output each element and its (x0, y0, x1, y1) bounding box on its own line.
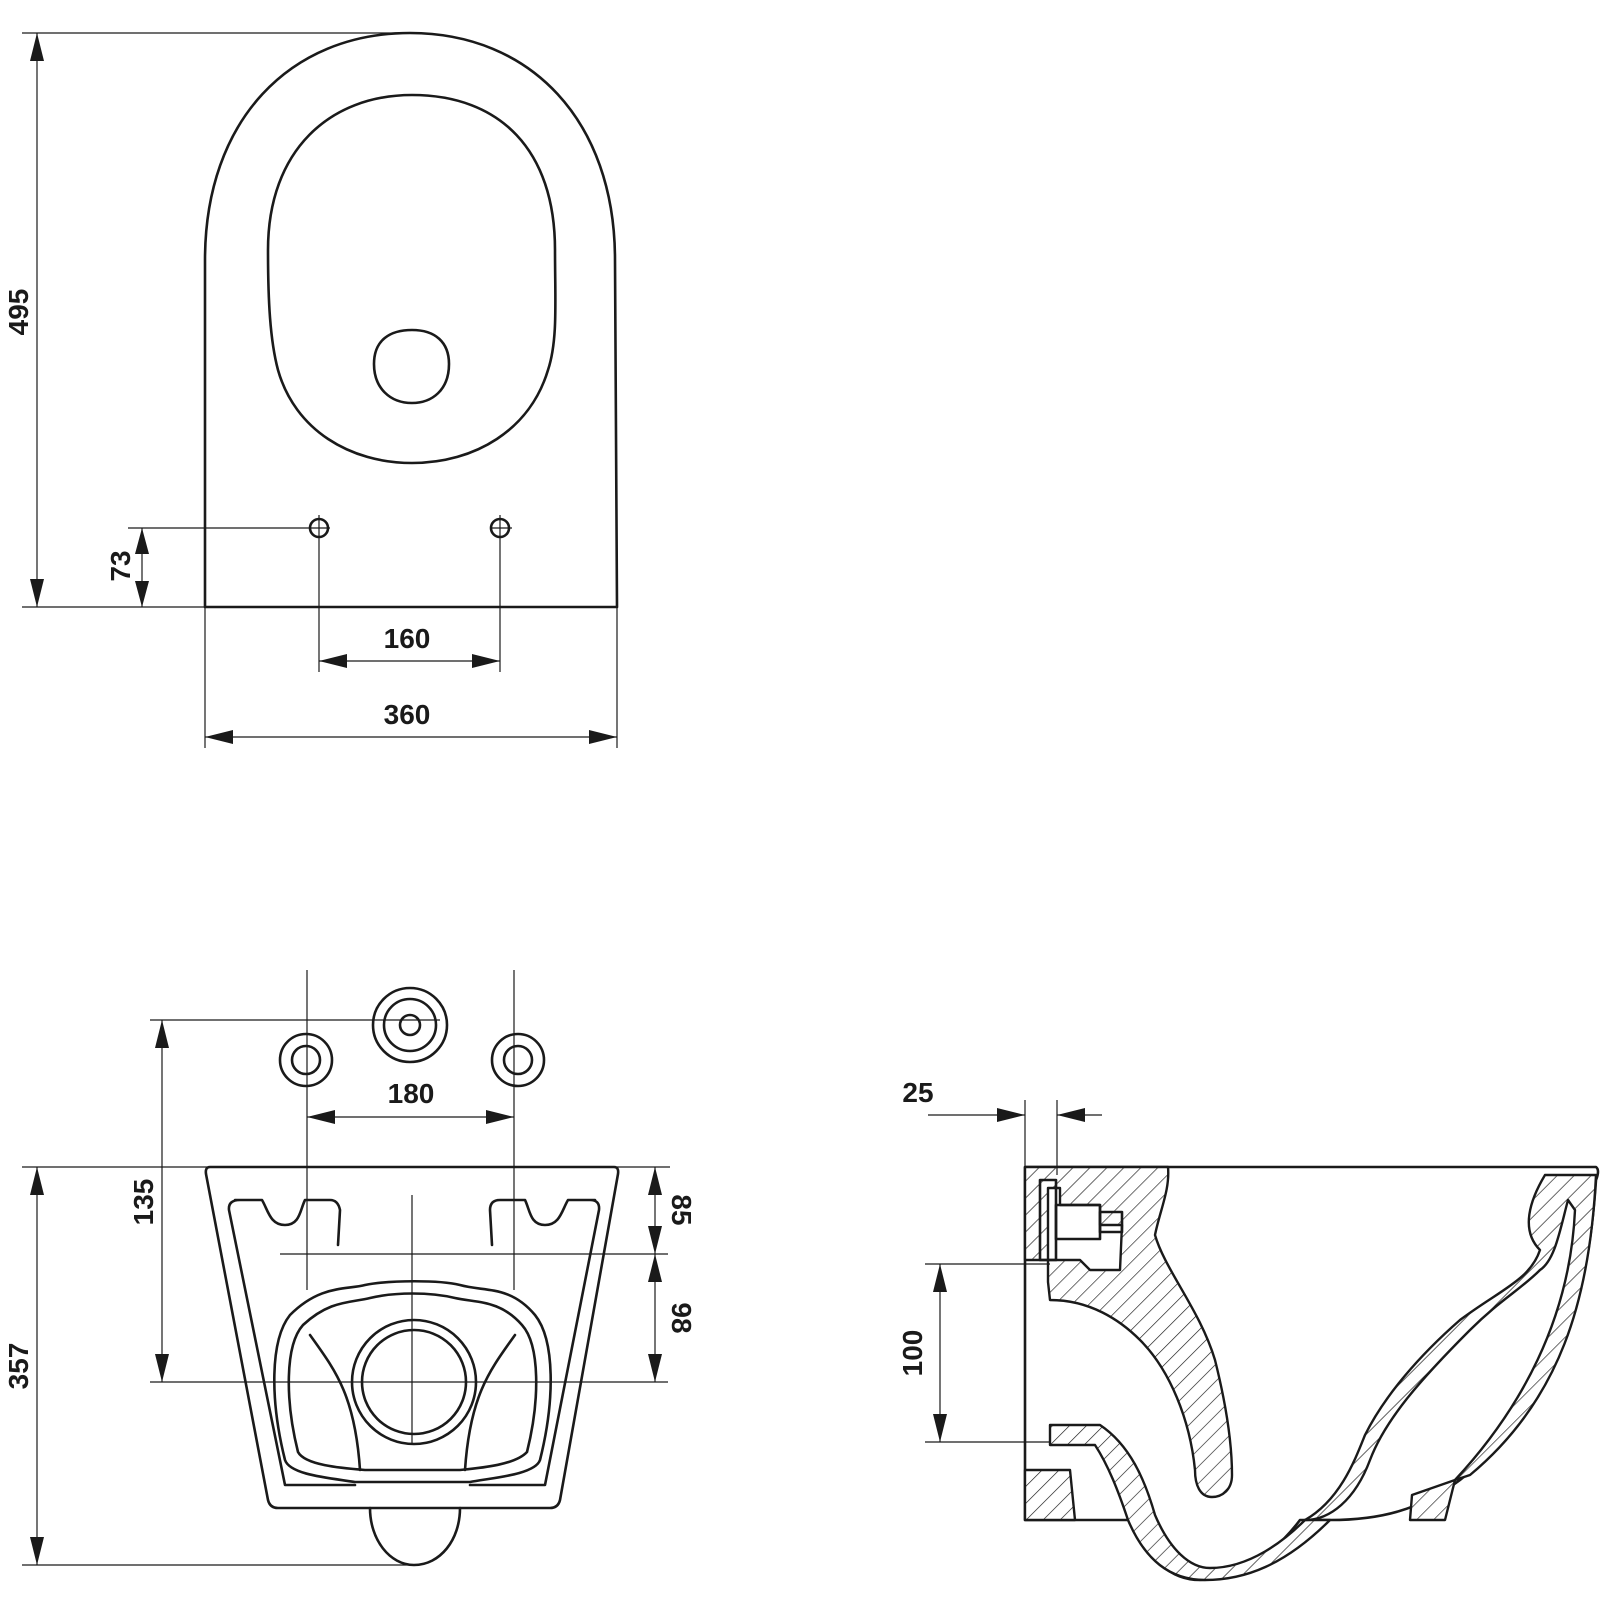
outlet-pipe-hatch (1048, 1423, 1332, 1582)
rim-ring (273, 1279, 552, 1484)
svg-text:25: 25 (902, 1077, 933, 1108)
bottom-tab (368, 1506, 462, 1567)
top-view: 495 73 160 360 (3, 31, 619, 748)
dimension-98: 98 (648, 1254, 697, 1382)
svg-text:73: 73 (105, 550, 136, 581)
side-section-view: 25 100 (897, 1077, 1600, 1582)
svg-text:98: 98 (666, 1302, 697, 1333)
svg-text:135: 135 (128, 1179, 159, 1226)
dimension-160: 160 (319, 623, 500, 668)
bowl-rim-hatch (1303, 1173, 1598, 1522)
dimension-100: 100 (897, 1264, 947, 1442)
dimension-135: 135 (128, 1020, 169, 1382)
section-wall-hatch (1023, 1165, 1234, 1499)
bowl-outline (203, 31, 619, 609)
svg-text:495: 495 (3, 289, 34, 336)
drain-hole (372, 328, 451, 405)
seat-opening (266, 93, 557, 465)
dimension-25: 25 (902, 1077, 1102, 1122)
front-mount-holes (278, 1032, 546, 1088)
dimension-357: 357 (3, 1167, 44, 1565)
water-inlet (371, 986, 449, 1064)
dimension-360: 360 (205, 699, 617, 744)
svg-text:180: 180 (388, 1078, 435, 1109)
svg-text:85: 85 (666, 1194, 697, 1225)
svg-text:357: 357 (3, 1343, 34, 1390)
dimension-495: 495 (3, 33, 44, 607)
svg-text:100: 100 (897, 1330, 928, 1377)
dimension-73: 73 (105, 528, 149, 607)
svg-text:160: 160 (384, 623, 431, 654)
svg-text:360: 360 (384, 699, 431, 730)
dimension-180: 180 (307, 1078, 514, 1124)
inner-frame (227, 1198, 601, 1487)
front-outline (204, 1165, 620, 1510)
front-view: 180 357 135 85 98 (3, 970, 697, 1567)
dimension-85: 85 (648, 1167, 697, 1254)
